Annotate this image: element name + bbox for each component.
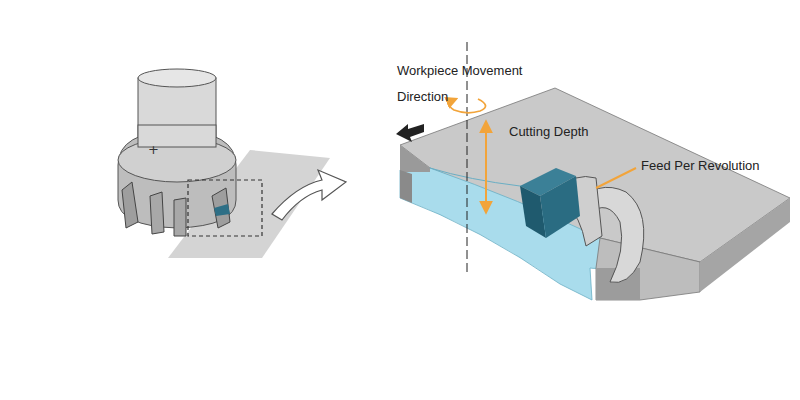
illustration-part (138, 69, 216, 87)
depth-arrow (485, 122, 487, 212)
illustration-part (174, 198, 186, 236)
illustration-part (520, 186, 546, 238)
feed-leader (596, 168, 636, 188)
zoom-arrow (272, 170, 346, 220)
workpiece (400, 88, 790, 300)
illustration-part (400, 145, 430, 172)
illustration-part (596, 238, 700, 300)
illustration-part (212, 188, 230, 228)
rotation-arrow (449, 99, 485, 113)
illustration-part (214, 204, 230, 216)
illustration-part (400, 170, 412, 203)
milling-cutter: + (118, 69, 236, 236)
zoom-box (188, 180, 262, 236)
text-label: Workpiece Movement Direction (397, 58, 537, 110)
illustration-part (540, 176, 580, 238)
cutting-insert (520, 168, 580, 238)
text-label: Feed Per Revolution (641, 158, 791, 174)
illustration-part (430, 168, 600, 238)
illustration-part (700, 198, 790, 292)
illustration-part: + (148, 142, 159, 157)
text-label: Cutting Depth (509, 124, 619, 140)
illustration-part (122, 182, 138, 228)
movement-arrow (396, 124, 424, 142)
illustration-part (150, 192, 164, 234)
illustration-part (400, 88, 790, 262)
